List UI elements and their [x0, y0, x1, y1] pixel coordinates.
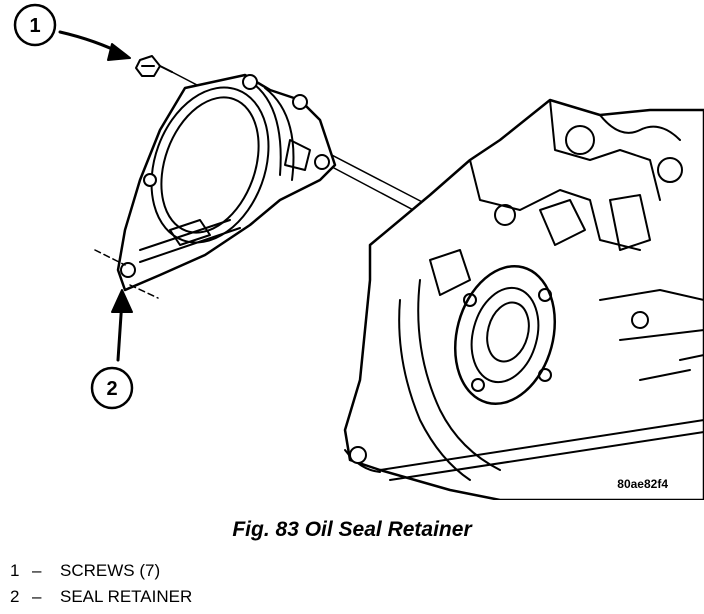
legend-dash: –	[32, 561, 42, 580]
legend-item-screws: 1–SCREWS (7)	[10, 558, 192, 584]
image-code: 80ae82f4	[617, 477, 668, 491]
screw	[135, 55, 173, 77]
callout-1-number: 1	[29, 15, 40, 37]
engine-block	[343, 98, 704, 500]
guide-dash-1	[94, 249, 126, 266]
legend: 1–SCREWS (7) 2–SEAL RETAINER	[10, 558, 192, 610]
legend-dash: –	[32, 587, 42, 606]
guide-dash-2	[129, 284, 159, 299]
callout-2-arrowhead	[111, 289, 133, 313]
seal-retainer	[116, 73, 337, 292]
legend-item-seal-retainer: 2–SEAL RETAINER	[10, 584, 192, 610]
callout-1	[13, 3, 57, 47]
legend-label: SCREWS (7)	[60, 561, 161, 580]
legend-label: SEAL RETAINER	[60, 587, 193, 606]
callout-1-arrowhead	[107, 43, 131, 61]
legend-number: 2	[10, 587, 20, 606]
oil-seal-retainer-diagram: 1 2 80ae82f4	[13, 3, 704, 500]
callout-2-number: 2	[106, 378, 117, 400]
callout-2	[90, 366, 134, 410]
legend-number: 1	[10, 561, 20, 580]
figure-caption: Fig. 83 Oil Seal Retainer	[232, 518, 472, 541]
